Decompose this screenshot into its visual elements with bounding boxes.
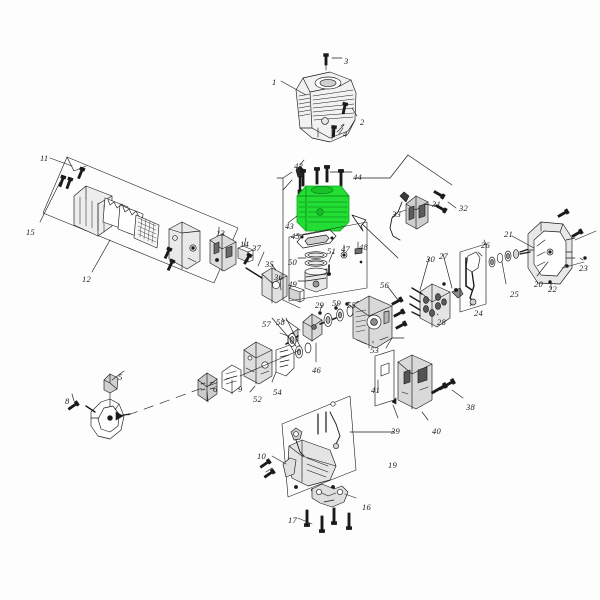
fan-housing-art (519, 208, 597, 285)
callout-58: 58 (276, 317, 285, 327)
callout-30: 30 (426, 254, 435, 264)
callout-56: 56 (380, 280, 389, 290)
callout-5: 5 (118, 372, 123, 382)
fuel-tank-box (258, 395, 357, 534)
carburetor-art (209, 233, 254, 272)
callout-33: 33 (392, 209, 401, 219)
air-filter-parts (57, 166, 201, 272)
callout-48: 48 (359, 242, 368, 252)
callout-50: 50 (288, 257, 297, 267)
callout-39: 39 (391, 426, 400, 436)
callout-32: 32 (459, 203, 468, 213)
callout-55: 55 (347, 300, 356, 310)
highlight-pointer-arrow (351, 214, 399, 259)
muffler-art (374, 349, 457, 410)
callout-54: 54 (273, 387, 282, 397)
callout-13: 13 (216, 228, 225, 238)
callout-26: 26 (481, 240, 490, 250)
callout-10: 10 (257, 451, 266, 461)
callout-42: 42 (294, 161, 303, 171)
callout-59: 59 (332, 298, 341, 308)
starter-assembly-art (66, 373, 131, 440)
callout-21: 21 (504, 229, 513, 239)
callout-25: 25 (510, 289, 519, 299)
ignition-coil-art (389, 188, 448, 241)
cylinder-highlighted (296, 185, 350, 232)
callout-14: 14 (240, 239, 249, 249)
piston-box (288, 221, 368, 302)
callout-35: 35 (265, 259, 274, 269)
callout-38: 38 (466, 402, 475, 412)
callout-52: 52 (253, 394, 262, 404)
callout-15: 15 (26, 227, 35, 237)
callout-22: 22 (548, 284, 557, 294)
callout-3: 3 (344, 56, 349, 66)
callout-6: 6 (213, 384, 218, 394)
callout-20: 20 (534, 279, 543, 289)
crankcase-right-art (352, 295, 408, 349)
callout-11: 11 (40, 153, 49, 163)
callout-28: 28 (437, 317, 446, 327)
callout-41: 41 (371, 385, 380, 395)
engine-cover-art (295, 53, 357, 143)
callout-53: 53 (370, 345, 379, 355)
callout-49: 49 (288, 279, 297, 289)
callout-40: 40 (432, 426, 441, 436)
callout-43: 43 (285, 221, 294, 231)
callout-47: 47 (341, 244, 350, 254)
callout-2: 2 (360, 117, 365, 127)
callout-17: 17 (288, 515, 297, 525)
clutch-assembly-art (409, 243, 533, 328)
callout-29: 29 (315, 300, 324, 310)
callout-37: 37 (252, 243, 261, 253)
callout-57: 57 (262, 319, 271, 329)
callout-27: 27 (439, 251, 448, 261)
callout-44: 44 (353, 172, 362, 182)
callout-12: 12 (82, 274, 91, 284)
intake-manifold-art (241, 252, 305, 304)
callout-23: 23 (579, 263, 588, 273)
callout-31: 31 (432, 199, 441, 209)
callout-46: 46 (312, 365, 321, 375)
callout-4: 4 (343, 129, 348, 139)
callout-9: 9 (238, 384, 243, 394)
callout-51: 51 (327, 246, 336, 256)
callout-19: 19 (388, 460, 397, 470)
callout-16: 16 (362, 502, 371, 512)
callout-24: 24 (474, 308, 483, 318)
callout-45: 45 (291, 231, 300, 241)
callout-1: 1 (272, 77, 277, 87)
crankcase-left-art (197, 341, 312, 402)
callout-36: 36 (274, 272, 283, 282)
callout-8: 8 (65, 396, 70, 406)
